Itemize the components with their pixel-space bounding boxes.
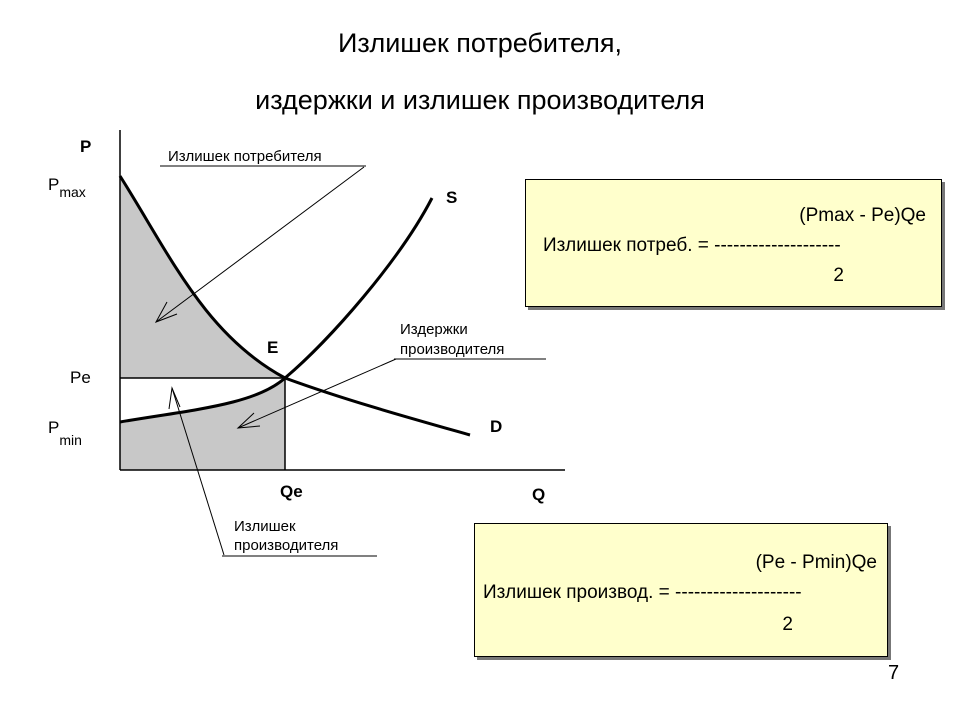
qe-label: Qe	[280, 482, 303, 501]
producer-costs-area	[120, 378, 285, 470]
equilibrium-label: E	[267, 338, 278, 357]
callout-producer-costs-line1: Издержки	[400, 321, 468, 338]
page-number: 7	[888, 662, 900, 684]
producer-surplus-formula-box: (Pe - Pmin)Qe Излишек производ. = ------…	[474, 523, 888, 657]
supply-label: S	[446, 188, 457, 207]
p-max-label: Pmax	[48, 175, 86, 200]
formula-numerator: (Pe - Pmin)Qe	[755, 552, 877, 573]
callout-consumer-surplus: Излишек потребителя	[168, 148, 322, 165]
formula-main: Излишек производ. = --------------------	[483, 582, 802, 603]
supply-curve	[119, 197, 434, 424]
arrowhead-icon	[154, 301, 178, 323]
callout-producer-surplus-line2: производителя	[234, 537, 338, 554]
formula-denominator: 2	[833, 265, 844, 286]
consumer-surplus-formula-box: (Pmax - Pe)Qe Излишек потреб. = --------…	[525, 179, 942, 307]
arrowhead-icon	[236, 412, 261, 429]
slide-title-line1: Излишек потребителя,	[337, 28, 623, 58]
y-axis-label: P	[80, 137, 91, 156]
callout-pointer	[237, 358, 397, 429]
callout-producer-surplus-line1: Излишек	[234, 518, 296, 535]
p-min-label: Pmin	[48, 418, 82, 448]
formula-numerator: (Pmax - Pe)Qe	[799, 205, 926, 226]
consumer-surplus-area	[120, 176, 285, 378]
demand-curve	[118, 175, 471, 437]
callout-pointer	[155, 166, 365, 323]
slide-title-line2: издержки и излишек производителя	[255, 85, 705, 115]
formula-main: Излишек потреб. = --------------------	[543, 235, 841, 256]
demand-label: D	[490, 417, 502, 436]
callout-pointer	[171, 387, 225, 556]
pe-label: Pe	[70, 368, 91, 387]
arrowhead-icon	[168, 386, 181, 410]
formula-denominator: 2	[782, 614, 793, 635]
x-axis-label: Q	[532, 485, 545, 504]
callout-producer-costs-line2: производителя	[400, 341, 504, 358]
